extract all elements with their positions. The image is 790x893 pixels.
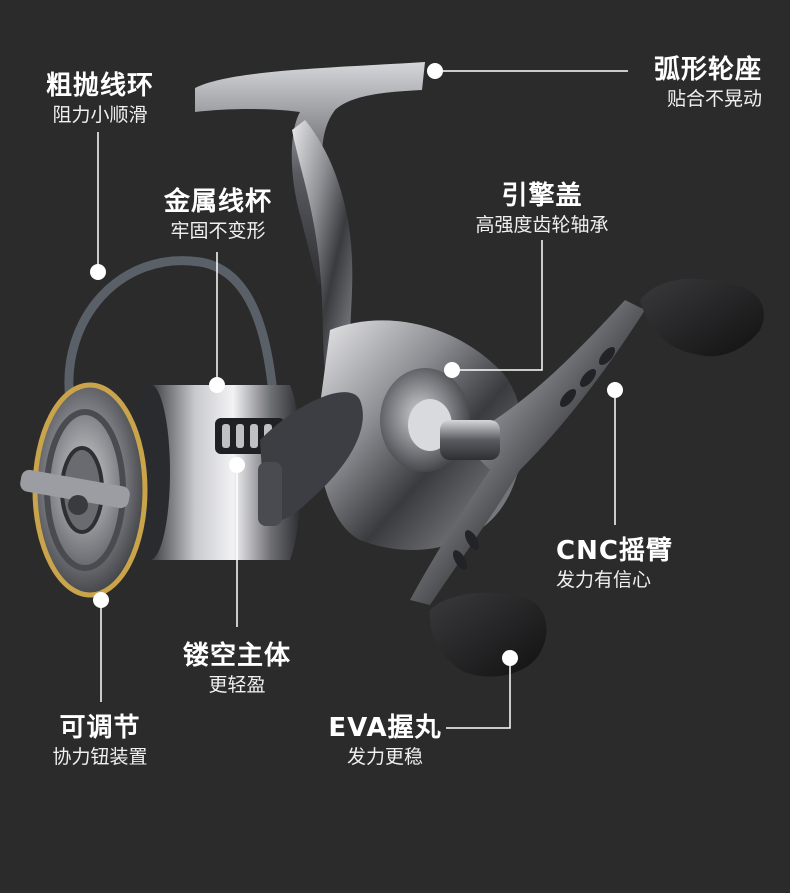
callout-title: 引擎盖 [501, 181, 583, 211]
callout-subtitle: 牢固不变形 [170, 220, 266, 242]
callout-subtitle: 贴合不晃动 [666, 88, 762, 110]
callout-subtitle: 发力更稳 [346, 746, 423, 768]
callout-line-roller: 粗抛线环 阻力小顺滑 [30, 70, 170, 128]
callout-subtitle: 协力钮装置 [52, 746, 148, 768]
rotor-arm [260, 392, 363, 522]
callout-lines [97, 70, 628, 729]
callout-hollow-body: 镂空主体 更轻盈 [168, 640, 306, 698]
callout-dots [90, 63, 623, 666]
callout-title: 可调节 [59, 713, 141, 743]
callout-metal-spool: 金属线杯 牢固不变形 [148, 186, 288, 244]
callout-reel-seat: 弧形轮座 贴合不晃动 [620, 54, 762, 112]
callout-cnc-arm: CNC摇臂 发力有信心 [556, 535, 706, 593]
callout-engine-cover: 引擎盖 高强度齿轮轴承 [452, 180, 632, 238]
callout-title: CNC摇臂 [556, 536, 673, 566]
eva-knob-bottom [429, 592, 547, 677]
callout-drag-knob: 可调节 协力钮装置 [30, 712, 170, 770]
eva-knob-top [640, 278, 764, 357]
callout-title: EVA握丸 [328, 713, 442, 743]
callout-title: 金属线杯 [163, 187, 272, 217]
callout-subtitle: 高强度齿轮轴承 [475, 214, 609, 236]
callout-subtitle: 阻力小顺滑 [52, 104, 148, 126]
callout-title: 镂空主体 [182, 641, 291, 671]
callout-subtitle: 更轻盈 [208, 674, 266, 696]
callout-subtitle: 发力有信心 [556, 569, 652, 591]
callout-eva-knob: EVA握丸 发力更稳 [318, 712, 452, 770]
callout-title: 弧形轮座 [653, 55, 762, 85]
callout-title: 粗抛线环 [45, 71, 154, 101]
